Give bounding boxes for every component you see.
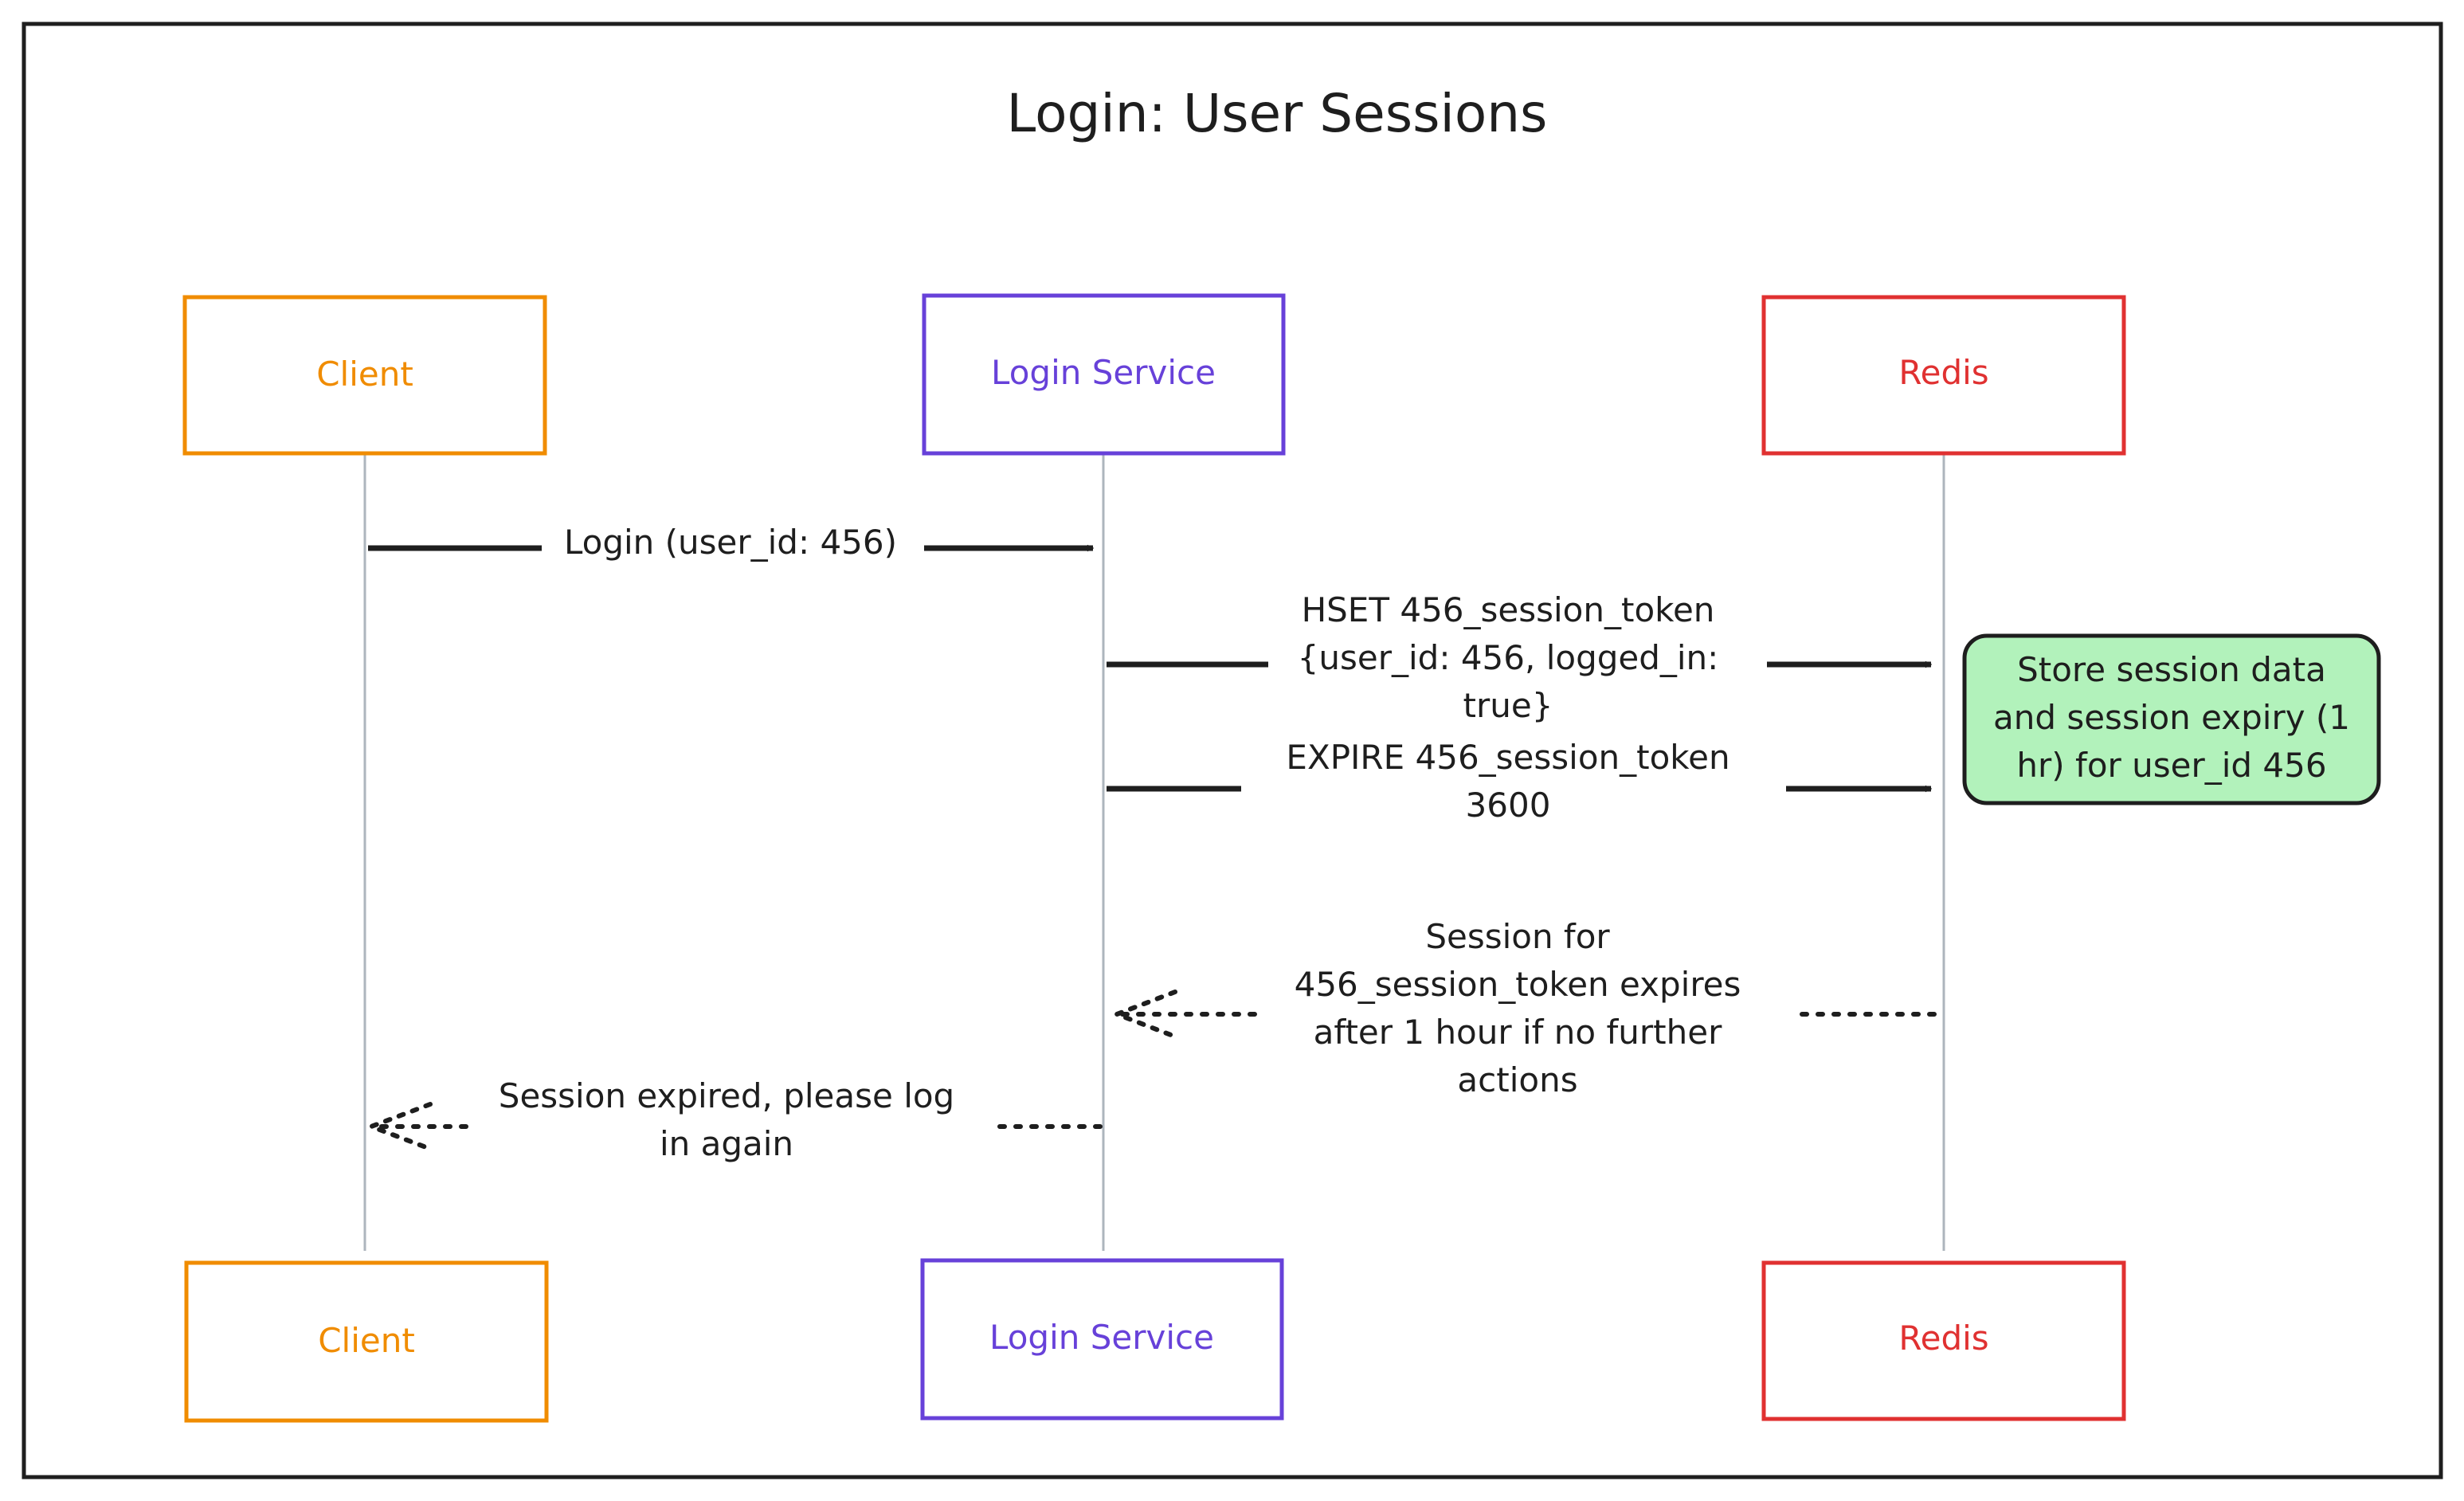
message-session-expired-line-1: Session expired, please log <box>499 1076 954 1115</box>
message-login: Login (user_id: 456) <box>368 523 1093 562</box>
actor-redis-bottom: Redis <box>1761 1260 2126 1421</box>
message-session-expired: Session expired, please log in again <box>364 1076 1103 1163</box>
message-expire: EXPIRE 456_session_token 3600 <box>1107 738 1931 825</box>
diagram-title: Login: User Sessions <box>1007 83 1548 144</box>
message-session-expires-line-2: 456_session_token expires <box>1295 965 1741 1004</box>
redis-note-line-3: hr) for user_id 456 <box>2016 746 2326 785</box>
actor-login-service-label: Login Service <box>989 1318 1214 1357</box>
actor-redis-label: Redis <box>1898 353 1988 392</box>
redis-note-line-2: and session expiry (1 <box>1993 698 2350 737</box>
message-session-expires-line-1: Session for <box>1425 917 1610 956</box>
actor-client-label: Client <box>316 355 413 394</box>
actor-redis-top: Redis <box>1761 295 2126 456</box>
message-expire-line-1: EXPIRE 456_session_token <box>1286 738 1730 777</box>
message-login-label: Login (user_id: 456) <box>564 523 897 562</box>
message-session-expired-line-2: in again <box>660 1124 793 1163</box>
message-session-expires-line-4: actions <box>1457 1060 1577 1099</box>
message-hset-line-3: true} <box>1463 686 1553 725</box>
message-hset-line-1: HSET 456_session_token <box>1302 590 1715 629</box>
actor-login-service-top: Login Service <box>922 293 1286 456</box>
actor-client-bottom: Client <box>184 1260 549 1423</box>
actor-client-label: Client <box>318 1321 415 1360</box>
message-hset-line-2: {user_id: 456, logged_in: <box>1298 638 1719 677</box>
message-session-expires: Session for 456_session_token expires af… <box>1110 917 1937 1099</box>
actor-login-service-bottom: Login Service <box>920 1258 1284 1421</box>
actor-login-service-label: Login Service <box>991 353 1216 392</box>
actor-redis-label: Redis <box>1898 1319 1988 1358</box>
message-expire-line-2: 3600 <box>1466 786 1551 825</box>
redis-note-line-1: Store session data <box>2017 650 2326 689</box>
message-session-expires-line-3: after 1 hour if no further <box>1314 1013 1722 1052</box>
actor-client-top: Client <box>182 295 547 456</box>
message-hset: HSET 456_session_token {user_id: 456, lo… <box>1107 590 1931 725</box>
redis-note: Store session data and session expiry (1… <box>1962 633 2381 805</box>
